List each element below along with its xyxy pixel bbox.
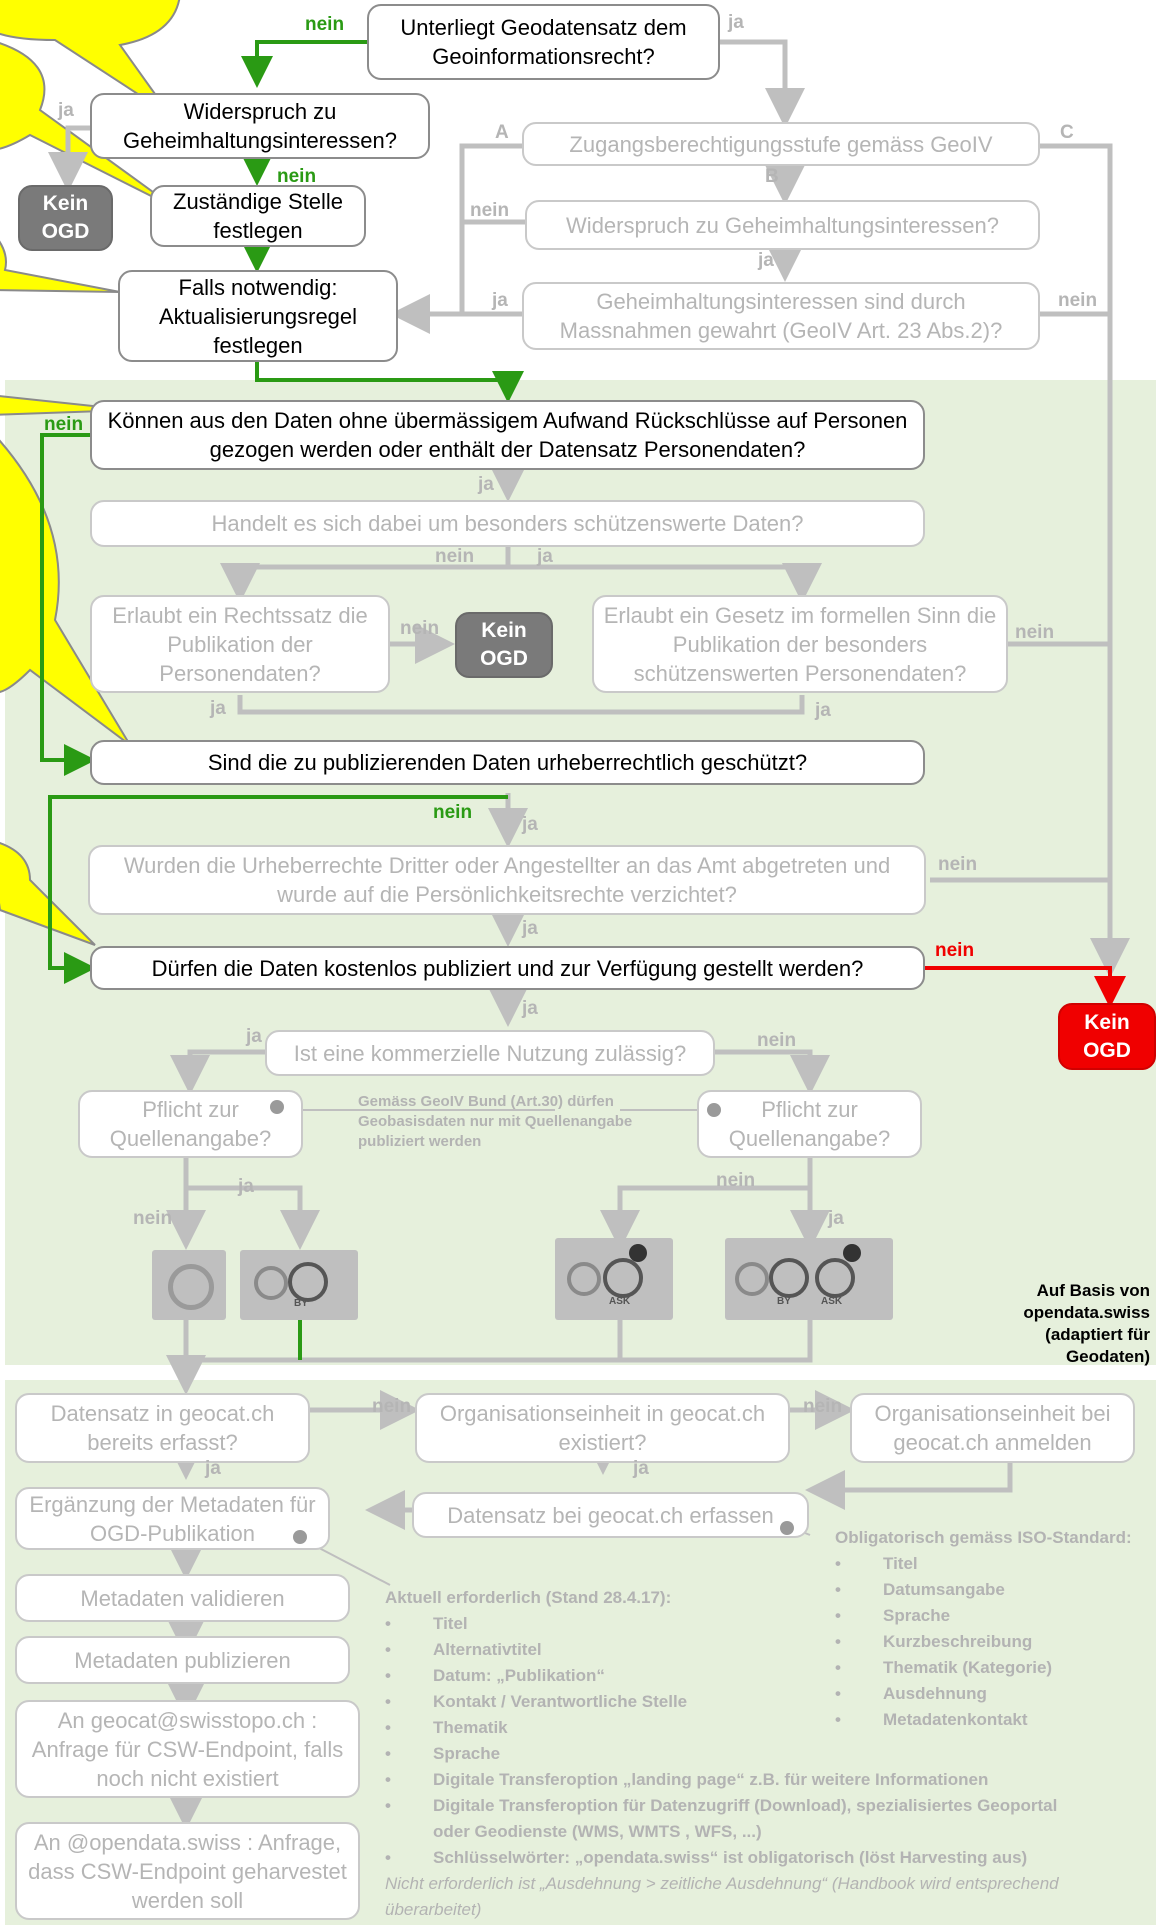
edge-label-ja: ja	[633, 1458, 649, 1479]
org-existiert-box: Organisationseinheit in geocat.ch existi…	[415, 1393, 790, 1463]
edge-label-nein: nein	[44, 414, 84, 435]
aktuell-item: Thematik	[385, 1715, 1090, 1741]
edge-label-nein: nein	[1058, 290, 1098, 311]
aktuell-item: Titel	[385, 1611, 1090, 1637]
edge-label-nein: nein	[935, 940, 975, 961]
edge-label-ja: ja	[728, 12, 744, 33]
geocat-erfasst-box: Datensatz in geocat.ch bereits erfasst?	[15, 1393, 310, 1463]
license-ask-label-1: ASK	[609, 1296, 631, 1307]
edge-label-nein: nein	[470, 200, 510, 221]
org-anmelden-box: Organisationseinheit bei geocat.ch anmel…	[850, 1393, 1135, 1463]
nicht-erforderlich-note: Nicht erforderlich ist „Ausdehnung > zei…	[385, 1874, 1059, 1919]
aktuell-item: Kontakt / Verantwortliche Stelle	[385, 1689, 1090, 1715]
aktuell-item: Digitale Transferoption „landing page“ z…	[385, 1767, 1090, 1793]
edge-label-ja: ja	[522, 814, 538, 835]
edge-label-ja: ja	[522, 918, 538, 939]
edge-label-nein: nein	[277, 166, 317, 187]
note-dot	[293, 1530, 307, 1544]
note-dot	[707, 1103, 721, 1117]
aktualisierungsregel-box: Falls notwendig: Aktualisierungsregel fe…	[118, 270, 398, 362]
edge-label-A: A	[495, 122, 509, 143]
edge-label-ja: ja	[522, 998, 538, 1019]
q-kostenlos: Dürfen die Daten kostenlos publiziert un…	[90, 946, 925, 990]
harvest-anfrage-box: An @opendata.swiss : Anfrage, dass CSW-E…	[15, 1822, 360, 1920]
license-by-ask-icon: BY ASK	[725, 1238, 893, 1320]
edge-label-ja: ja	[246, 1026, 262, 1047]
iso-title: Obligatorisch gemäss ISO-Standard:	[835, 1528, 1132, 1547]
widerspruch-box-2: Widerspruch zu Geheimhaltungsinteressen?	[525, 200, 1040, 250]
aktuell-item: Digitale Transferoption für Datenzugriff…	[385, 1793, 1090, 1845]
aktuell-title: Aktuell erforderlich (Stand 28.4.17):	[385, 1588, 672, 1607]
q-quellenangabe-left: Pflicht zur Quellenangabe?	[78, 1090, 303, 1158]
q-urheberrechte-dritter: Wurden die Urheberrechte Dritter oder An…	[88, 845, 926, 915]
license-by-label: BY	[294, 1298, 308, 1309]
aktuell-item: Datum: „Publikation“	[385, 1663, 1090, 1689]
metadaten-publizieren-box: Metadaten publizieren	[15, 1636, 350, 1684]
callout-bubbles	[0, 0, 181, 946]
license-by-label-2: BY	[777, 1296, 791, 1307]
edge-label-ja: ja	[492, 290, 508, 311]
csw-anfrage-box: An geocat@swisstopo.ch : Anfrage für CSW…	[15, 1700, 360, 1798]
edge-label-nein: nein	[435, 546, 475, 567]
edge-label-nein: nein	[305, 14, 345, 35]
edge-label-ja: ja	[210, 698, 226, 719]
datensatz-erfassen-box: Datensatz bei geocat.ch erfassen	[412, 1492, 809, 1538]
aktuell-notes: Aktuell erforderlich (Stand 28.4.17): Ti…	[385, 1585, 1090, 1923]
q-kommerziell: Ist eine kommerzielle Nutzung zulässig?	[265, 1030, 715, 1076]
edge-label-ja: ja	[828, 1208, 844, 1229]
q-urheberrechtlich: Sind die zu publizierenden Daten urheber…	[90, 740, 925, 785]
edge-label-nein: nein	[803, 1396, 843, 1417]
edge-label-nein: nein	[757, 1030, 797, 1051]
edge-label-nein: nein	[400, 618, 440, 639]
edge-label-B: B	[765, 166, 779, 187]
q-schuetzenswert: Handelt es sich dabei um besonders schüt…	[90, 500, 925, 547]
license-cc-by-icon: BY	[240, 1250, 358, 1320]
ergaenzung-metadaten-box: Ergänzung der Metadaten für OGD-Publikat…	[15, 1487, 330, 1550]
q-rechtssatz: Erlaubt ein Rechtssatz die Publikation d…	[90, 595, 390, 693]
metadaten-validieren-box: Metadaten validieren	[15, 1574, 350, 1622]
zustaendige-stelle-box: Zuständige Stelle festlegen	[150, 185, 366, 247]
geoiv-note: Gemäss GeoIV Bund (Art.30) dürfen Geobas…	[358, 1093, 633, 1150]
edge-label-nein: nein	[938, 854, 978, 875]
q-quellenangabe-right: Pflicht zur Quellenangabe?	[697, 1090, 922, 1158]
q-geoinformationsrecht: Unterliegt Geodatensatz dem Geoinformati…	[367, 4, 720, 80]
edge-label-nein: nein	[433, 802, 473, 823]
kein-ogd-box-2: Kein OGD	[455, 612, 553, 678]
note-dot	[780, 1521, 794, 1535]
edge-label-ja: ja	[758, 250, 774, 271]
aktuell-item: Schlüsselwörter: „opendata.swiss“ ist ob…	[385, 1845, 1090, 1871]
kein-ogd-box-3: Kein OGD	[1058, 1003, 1156, 1070]
edge-label-ja: ja	[238, 1176, 254, 1197]
edge-label-ja: ja	[478, 474, 494, 495]
massnahmen-box: Geheimhaltungsinteressen sind durch Mass…	[522, 282, 1040, 350]
iso-item: Titel	[835, 1551, 1145, 1577]
note-dot	[270, 1100, 284, 1114]
q-gesetz-formell: Erlaubt ein Gesetz im formellen Sinn die…	[592, 595, 1008, 693]
edge-label-ja: ja	[58, 100, 74, 121]
aktuell-item: Sprache	[385, 1741, 1090, 1767]
license-commercial-ask-icon: ASK	[555, 1238, 673, 1320]
aktuell-item: Alternativtitel	[385, 1637, 1090, 1663]
edge-label-C: C	[1060, 122, 1074, 143]
edge-label-ja: ja	[815, 700, 831, 721]
iso-item: Datumsangabe	[835, 1577, 1145, 1603]
kein-ogd-box-1: Kein OGD	[18, 185, 113, 251]
q-personendaten: Können aus den Daten ohne übermässigem A…	[90, 400, 925, 470]
edge-label-ja: ja	[537, 546, 553, 567]
license-ask-label-2: ASK	[821, 1296, 843, 1307]
edge-label-nein: nein	[716, 1170, 756, 1191]
license-cc-zero-icon	[152, 1250, 226, 1320]
edge-label-nein: nein	[133, 1208, 173, 1229]
basis-note: Auf Basis von opendata.swiss (adaptiert …	[1023, 1281, 1150, 1366]
edge-label-ja: ja	[205, 1458, 221, 1479]
q-widerspruch-geheimhaltung: Widerspruch zu Geheimhaltungsinteressen?	[90, 93, 430, 159]
edge-label-nein: nein	[1015, 622, 1055, 643]
edge-label-nein: nein	[372, 1396, 412, 1417]
zugangsberechtigung-box: Zugangsberechtigungsstufe gemäss GeoIV	[522, 122, 1040, 166]
